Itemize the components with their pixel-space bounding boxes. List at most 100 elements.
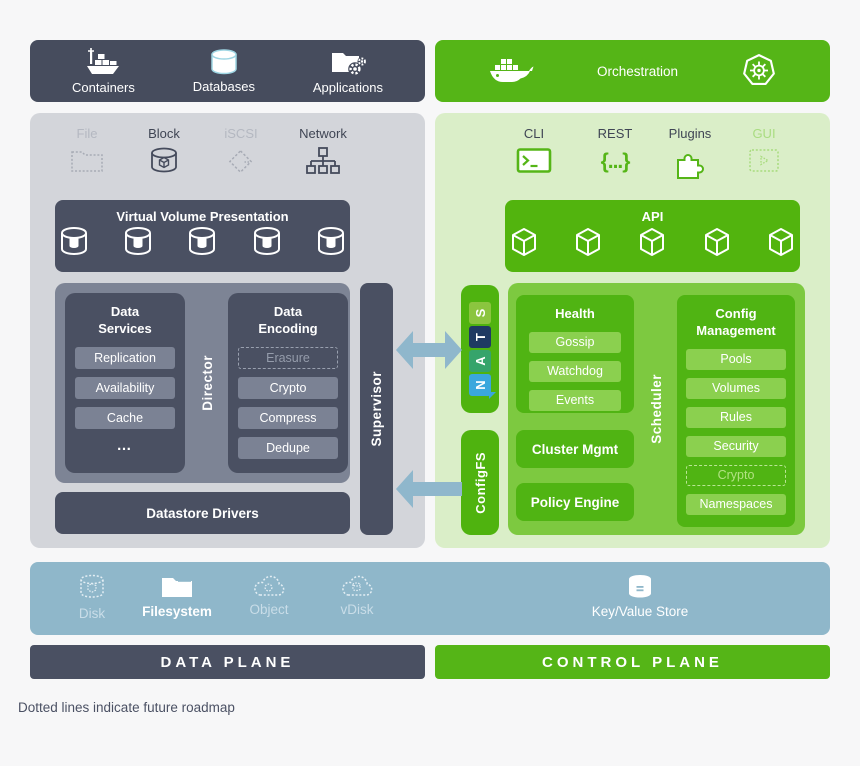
data-encoding-block: Data Encoding Erasure Crypto Compress De… [228,293,348,473]
object-cloud-icon [254,575,285,596]
access-label: GUI [752,126,776,141]
storage-label: Object [249,602,289,617]
config-item-future: Crypto [686,464,786,486]
database-icon [211,49,237,75]
health-item: Events [529,389,621,411]
volume-cylinder-icon [61,227,88,255]
file-folder-icon [71,151,103,172]
api-block: API [505,200,800,272]
config-item: Namespaces [686,493,786,515]
vdisk-cloud-icon [342,575,373,596]
ship-icon [87,48,120,74]
data-services-block: Data Services Replication Availability C… [65,293,185,473]
supervisor-bar: Supervisor [360,283,393,535]
storage-keyvalue: Key/Value Store [570,573,710,619]
cluster-mgmt-block: Cluster Mgmt [516,430,634,468]
nats-logo: N A T S [469,302,491,396]
config-management-block: Config Management Pools Volumes Rules Se… [677,295,795,527]
datastore-drivers-bar: Datastore Drivers [55,492,350,534]
data-services-item: Replication [75,346,175,369]
rest-braces-icon: {...} [600,150,631,173]
data-encoding-item-future: Erasure [238,346,338,369]
scheduler-label: Scheduler [648,374,664,444]
config-item: Pools [686,348,786,370]
access-network: Network [287,126,359,174]
data-encoding-item: Dedupe [238,436,338,459]
storage-label: Key/Value Store [591,604,689,619]
volume-cylinder-icon [253,227,280,255]
plugin-puzzle-icon [677,154,704,179]
network-icon [306,147,340,174]
access-plugins: Plugins [654,126,726,180]
virtual-volume-presentation-block: Virtual Volume Presentation [55,200,350,272]
control-plane-label: CONTROL PLANE [435,645,830,679]
config-item: Rules [686,406,786,428]
access-rest: REST {...} [579,126,651,177]
data-plane-panel: File Block iSCSI Network [30,113,425,548]
data-services-title: Data Services [98,304,152,336]
access-label: Plugins [668,126,712,141]
data-plane-label: DATA PLANE [30,645,425,679]
workload-containers: Containers [72,47,135,95]
workload-applications: Applications [313,48,383,95]
data-services-more: … [116,436,134,454]
configfs-supervisor-arrow [396,470,462,508]
storage-label: vDisk [340,602,374,617]
data-encoding-item: Compress [238,406,338,429]
keyvalue-store-icon [629,575,651,598]
storage-vdisk: vDisk [315,573,399,617]
block-device-icon [151,147,177,173]
storage-bar: Disk Filesystem Object vDisk [30,562,830,635]
health-block: Health Gossip Watchdog Events [516,295,634,413]
access-label: File [76,126,98,141]
api-cube-icon [768,228,793,256]
workload-label: Applications [312,79,383,95]
api-title: API [641,209,664,224]
access-iscsi: iSCSI [205,126,277,177]
storage-object: Object [227,573,311,617]
config-item: Volumes [686,377,786,399]
kubernetes-helm-icon [743,54,775,85]
api-cube-icon [512,228,537,256]
health-item: Watchdog [529,360,621,382]
access-label: Network [299,126,347,141]
data-services-item: Cache [75,406,175,429]
volume-cylinder-icon [189,227,216,255]
storage-label: Disk [78,606,106,621]
terminal-icon [516,148,552,173]
configfs-bar: ConfigFS [461,430,499,535]
access-label: CLI [523,126,545,141]
access-gui: GUI [728,126,800,174]
orchestration-label: Orchestration [596,63,679,79]
workload-label: Containers [72,80,135,95]
folder-gears-icon [331,52,366,76]
director-container: Data Services Replication Availability C… [55,283,350,483]
nats-bar: N A T S [461,285,499,413]
volume-cylinder-icon [125,227,152,255]
workloads-bar: Containers Databases Applications [30,40,425,102]
access-cli: CLI [498,126,570,175]
filesystem-folder-icon [162,578,192,597]
health-title: Health [555,306,595,321]
docker-whale-icon [489,59,534,82]
access-block: Block [128,126,200,177]
api-cube-icon [576,228,601,256]
orchestration-bar: Orchestration [435,40,830,102]
supervisor-nats-arrow [396,331,462,369]
vvp-title: Virtual Volume Presentation [116,209,289,224]
api-cube-icon [640,228,665,256]
workload-databases: Databases [193,48,255,94]
roadmap-footnote: Dotted lines indicate future roadmap [18,700,235,715]
access-label: iSCSI [224,126,258,141]
nats-bubble-tail [489,392,496,399]
vvp-volumes [55,226,350,258]
control-plane-panel: CLI REST {...} Plugins GUI API [435,113,830,548]
workload-label: Databases [192,79,255,94]
storage-label: Filesystem [142,604,212,619]
api-cube-icon [704,228,729,256]
storage-disk: Disk [50,573,134,621]
access-label: REST [597,126,633,141]
volume-cylinder-icon [317,227,344,255]
director-label: Director [199,355,215,411]
